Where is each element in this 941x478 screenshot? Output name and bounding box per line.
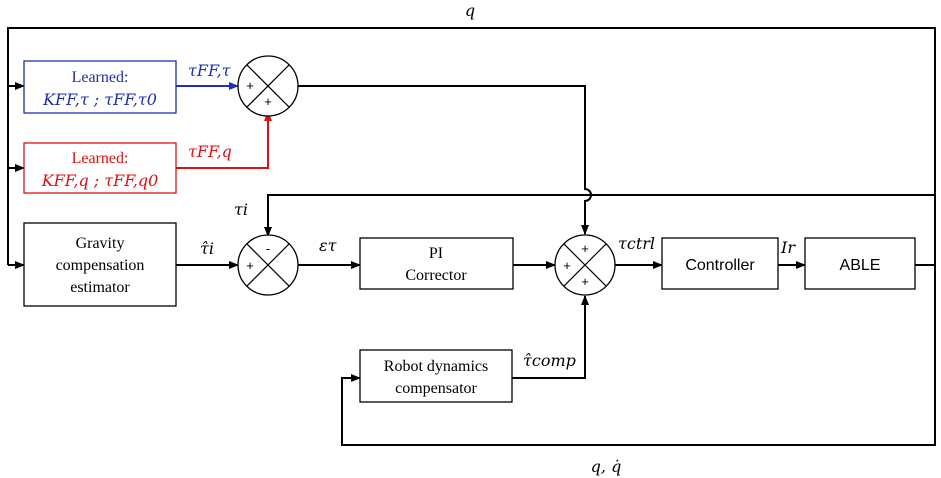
- wire-tau-i-to-sum2: [264, 194, 935, 237]
- gravity-line2: compensation: [56, 257, 145, 274]
- label-tau-ff-q: τFF,q: [188, 142, 232, 161]
- label-tau-ctrl: τctrl: [618, 234, 655, 253]
- wire-learned-q-to-sum1: [176, 111, 272, 169]
- sum1-sign-left: +: [246, 78, 254, 93]
- learned-tau-line2: KFF,τ ; τFF,τ0: [42, 90, 157, 109]
- learned-q-line1: Learned:: [72, 150, 129, 167]
- learned-tau-line1: Learned:: [72, 69, 129, 86]
- wire-sum1-to-sum3: [298, 85, 592, 235]
- summing-junction-1: + +: [237, 55, 299, 117]
- able-block: ABLE: [804, 237, 916, 290]
- controller-label: Controller: [685, 257, 755, 274]
- gravity-line3: estimator: [70, 279, 130, 296]
- summing-junction-2: - +: [237, 234, 299, 296]
- robot-dyn-line1: Robot dynamics: [384, 358, 488, 375]
- pi-line1: PI: [429, 245, 443, 262]
- summing-junction-3: + + +: [554, 234, 616, 296]
- feedback-q-line: [7, 27, 936, 266]
- sum3-sign-bottom: +: [581, 274, 589, 289]
- sum2-sign-top: -: [266, 241, 270, 256]
- label-i-r: Ir: [780, 238, 796, 257]
- sum1-sign-bottom: +: [264, 94, 272, 109]
- robot-dyn-line2: compensator: [395, 380, 477, 397]
- label-eps-tau: ετ: [319, 236, 338, 255]
- label-tau-hat-i: τ̂i: [200, 239, 214, 258]
- pi-corrector-block: PI Corrector: [359, 237, 514, 290]
- label-q-qdot-bottom: q, q̇: [591, 457, 622, 476]
- wire-robot-dyn-to-sum3: [512, 295, 589, 379]
- sum3-sign-left: +: [563, 258, 571, 273]
- label-q-top: q: [465, 1, 475, 20]
- able-label: ABLE: [840, 257, 881, 274]
- label-tau-ff-tau: τFF,τ: [188, 61, 232, 80]
- learned-q-line2: KFF,q ; τFF,q0: [41, 171, 159, 190]
- pi-line2: Corrector: [405, 267, 467, 284]
- sum3-sign-top: +: [581, 241, 589, 256]
- feedback-q-qdot-line: [341, 265, 936, 446]
- sum2-sign-left: +: [246, 258, 254, 273]
- label-tau-i: τi: [234, 200, 248, 219]
- learned-tau-block: Learned: KFF,τ ; τFF,τ0: [23, 60, 177, 114]
- robot-dynamics-block: Robot dynamics compensator: [359, 349, 513, 403]
- gravity-line1: Gravity: [76, 235, 125, 252]
- gravity-estimator-block: Gravity compensation estimator: [23, 222, 177, 307]
- learned-q-block: Learned: KFF,q ; τFF,q0: [23, 142, 177, 194]
- label-tau-hat-comp: τ̂comp: [523, 351, 576, 370]
- controller-block: Controller: [661, 237, 779, 290]
